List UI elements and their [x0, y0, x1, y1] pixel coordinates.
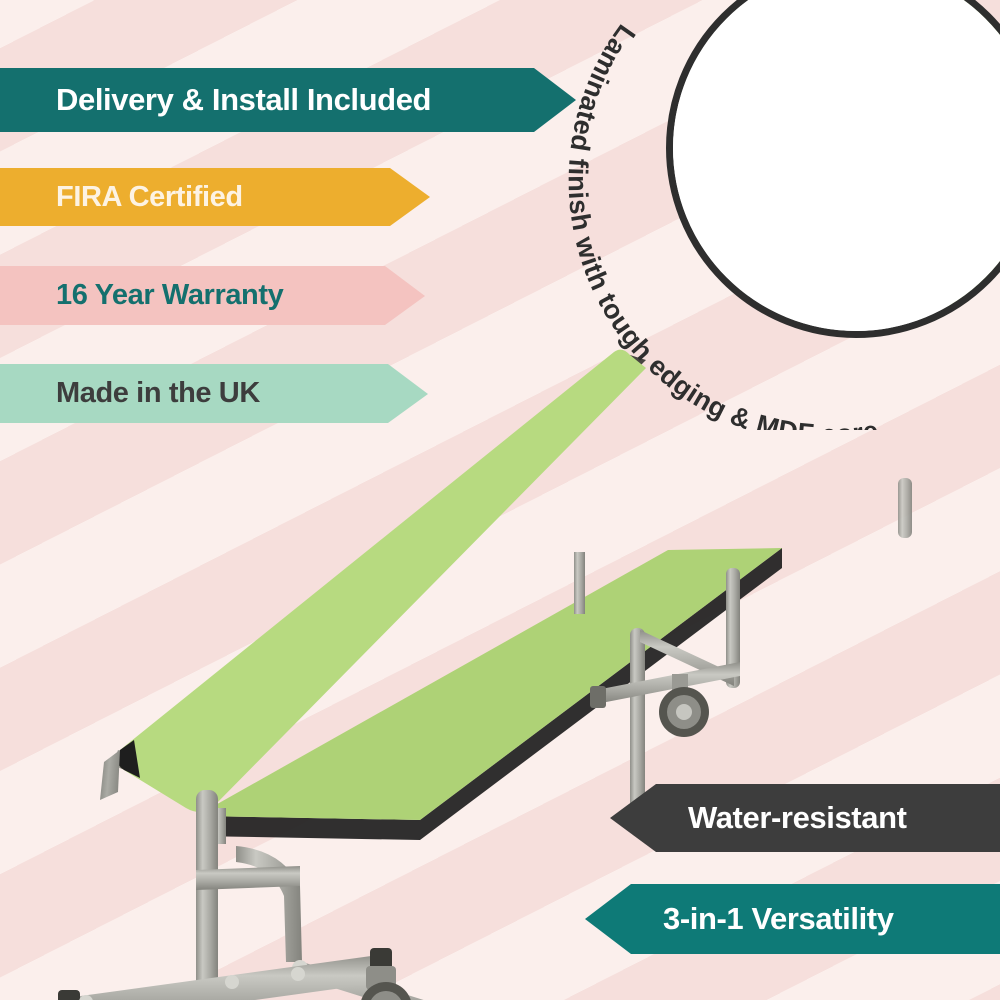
- feature-banner-versatility-label: 3-in-1 Versatility: [663, 901, 894, 936]
- inset-background: [673, 0, 1000, 331]
- feature-banner-water-resistant-label: Water-resistant: [688, 800, 907, 835]
- feature-banner-warranty[interactable]: 16 Year Warranty: [0, 266, 425, 325]
- banner-shape-warranty: [0, 266, 425, 325]
- banner-shape-made-in-uk: [0, 364, 428, 423]
- feature-banner-fira[interactable]: FIRA Certified: [0, 168, 430, 226]
- feature-banner-delivery-label: Delivery & Install Included: [56, 82, 432, 117]
- product-photo-bench: [58, 349, 912, 1000]
- feature-banner-made-in-uk-label: Made in the UK: [56, 377, 260, 409]
- feature-banner-delivery[interactable]: Delivery & Install Included: [0, 68, 576, 132]
- feature-banner-warranty-label: 16 Year Warranty: [56, 279, 284, 311]
- banner-shape-versatility: [585, 884, 1000, 954]
- castor-right: [659, 674, 709, 737]
- castor-foot-right: [361, 966, 411, 1000]
- banner-shape-water-resistant: [610, 784, 1000, 852]
- feature-banner-made-in-uk[interactable]: Made in the UK: [0, 364, 428, 423]
- inset-caption-text: Laminated finish with tough edging & MDF…: [563, 19, 889, 430]
- inset-caption: Laminated finish with tough edging & MDF…: [563, 19, 889, 430]
- laminate-detail-inset: [666, 0, 1000, 338]
- banner-shape-fira: [0, 168, 430, 226]
- feature-banner-fira-label: FIRA Certified: [56, 180, 243, 213]
- feature-banner-versatility[interactable]: 3-in-1 Versatility: [585, 884, 1000, 954]
- feature-banner-water-resistant[interactable]: Water-resistant: [610, 784, 1000, 852]
- banner-shape-delivery: [0, 68, 576, 132]
